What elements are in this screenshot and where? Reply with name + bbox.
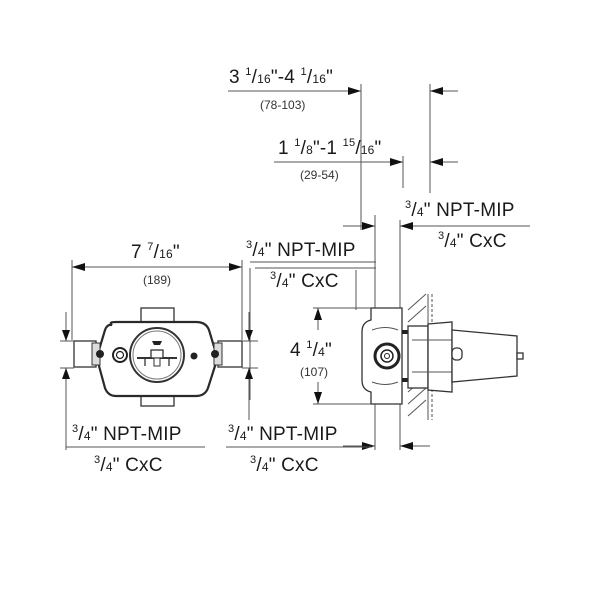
- label-height: 4 1/4": [290, 339, 332, 361]
- label-top-right-npt: 3/4" NPT-MIP: [405, 199, 515, 221]
- dimension-mid-depth: [274, 156, 458, 230]
- label-mid-depth-metric: (29-54): [300, 168, 339, 182]
- side-view: [361, 293, 524, 420]
- label-bottom-left-npt: 3/4" NPT-MIP: [72, 423, 182, 445]
- label-bottom-middle-cxc: 3/4" CxC: [250, 454, 319, 476]
- label-middle-npt: 3/4" NPT-MIP: [246, 239, 356, 261]
- dimension-top-depth: [228, 84, 458, 225]
- dimension-height: [313, 307, 371, 405]
- label-top-depth: 3 1/16"-4 1/16": [229, 66, 334, 88]
- label-width: 7 7/16": [131, 241, 180, 263]
- dimension-width: [71, 260, 243, 340]
- label-mid-depth: 1 1/8"-1 15/16": [278, 137, 382, 159]
- front-view: [73, 307, 243, 407]
- label-middle-cxc: 3/4" CxC: [270, 270, 339, 292]
- label-top-right-cxc: 3/4" CxC: [438, 230, 507, 252]
- label-bottom-left-cxc: 3/4" CxC: [94, 454, 163, 476]
- dimension-connector-height: [60, 312, 258, 450]
- label-top-depth-metric: (78-103): [260, 98, 306, 112]
- label-height-metric: (107): [300, 365, 329, 379]
- label-bottom-middle-npt: 3/4" NPT-MIP: [228, 423, 338, 445]
- label-width-metric: (189): [143, 273, 172, 287]
